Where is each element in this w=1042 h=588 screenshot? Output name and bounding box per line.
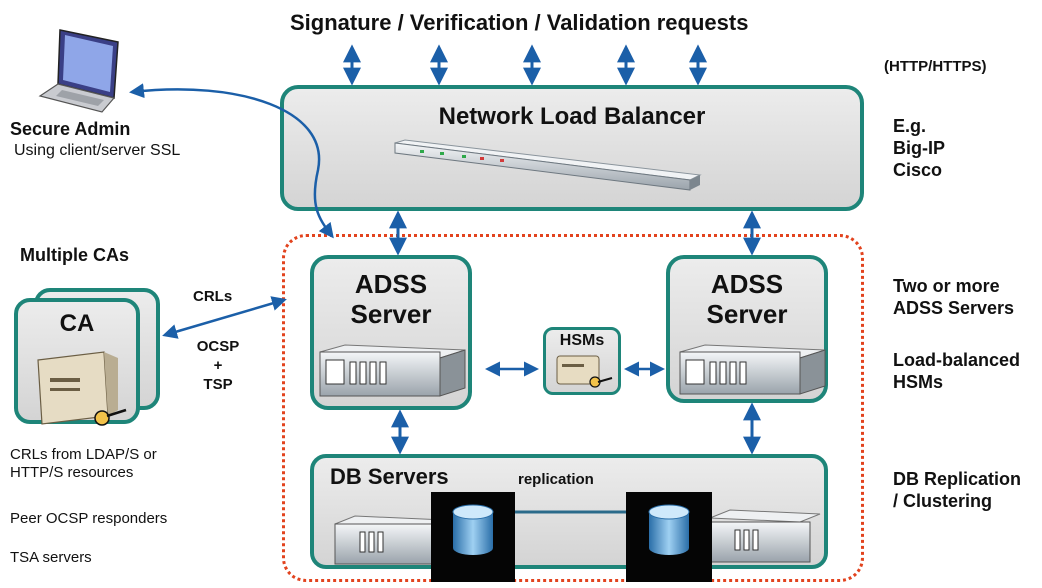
ocsp-label: OCSP — [196, 338, 240, 355]
lb-example-2: Big-IP — [893, 138, 945, 158]
admin-arrow — [129, 83, 334, 239]
multiple-cas-heading: Multiple CAs — [20, 245, 130, 265]
load-balancer-device-icon — [394, 139, 702, 191]
requests-title: Signature / Verification / Validation re… — [290, 10, 749, 35]
hsm-label: HSMs — [559, 332, 605, 349]
db-left-server-icon — [334, 515, 446, 565]
protocol-label: (HTTP/HTTPS) — [884, 58, 987, 75]
ca-note-1: CRLs from LDAP/S or — [10, 446, 157, 463]
lb-example-3: Cisco — [893, 160, 943, 180]
plus-label: + — [213, 357, 223, 374]
secure-admin-title: Secure Admin — [10, 119, 131, 139]
servers-note-1: Two or more — [893, 276, 1000, 296]
adss-right-line2: Server — [706, 299, 788, 329]
servers-note-2: ADSS Servers — [893, 298, 1015, 318]
database-right-icon — [626, 492, 712, 582]
tsp-label: TSP — [203, 376, 233, 393]
adss-left-line2: Server — [350, 299, 432, 329]
db-servers-label: DB Servers — [330, 464, 449, 489]
hsm-device-icon — [556, 355, 613, 388]
db-right-server-icon — [709, 509, 821, 563]
ca-computer-icon — [37, 351, 127, 426]
key-icon — [589, 376, 613, 388]
hsms-note-1: Load-balanced — [893, 350, 1021, 370]
request-arrows — [343, 44, 707, 86]
laptop-icon — [38, 29, 119, 113]
load-balancer-label: Network Load Balancer — [438, 103, 706, 130]
db-note-2: / Clustering — [893, 491, 993, 511]
ca-cluster-arrow — [162, 296, 287, 339]
lb-adss-arrows — [389, 210, 761, 256]
adss-left-line1: ADSS — [354, 269, 428, 299]
ca-label: CA — [59, 310, 95, 337]
adss-db-arrows — [391, 402, 761, 455]
adss-right-line1: ADSS — [710, 269, 784, 299]
load-balancer-box: Network Load Balancer — [280, 85, 864, 211]
adss-right-server-icon — [679, 344, 826, 395]
ca-note-2: HTTP/S resources — [10, 464, 134, 481]
ca-key-icon — [94, 408, 127, 426]
cluster-outline — [282, 234, 864, 582]
lb-example-1: E.g. — [893, 116, 927, 136]
ca-note-4: TSA servers — [10, 549, 92, 566]
adss-left-server-icon — [319, 344, 466, 397]
ca-note-3: Peer OCSP responders — [10, 510, 168, 527]
hsms-note-2: HSMs — [893, 372, 944, 392]
db-note-1: DB Replication — [893, 469, 1022, 489]
database-left-icon — [431, 492, 515, 582]
replication-label: replication — [518, 471, 594, 488]
